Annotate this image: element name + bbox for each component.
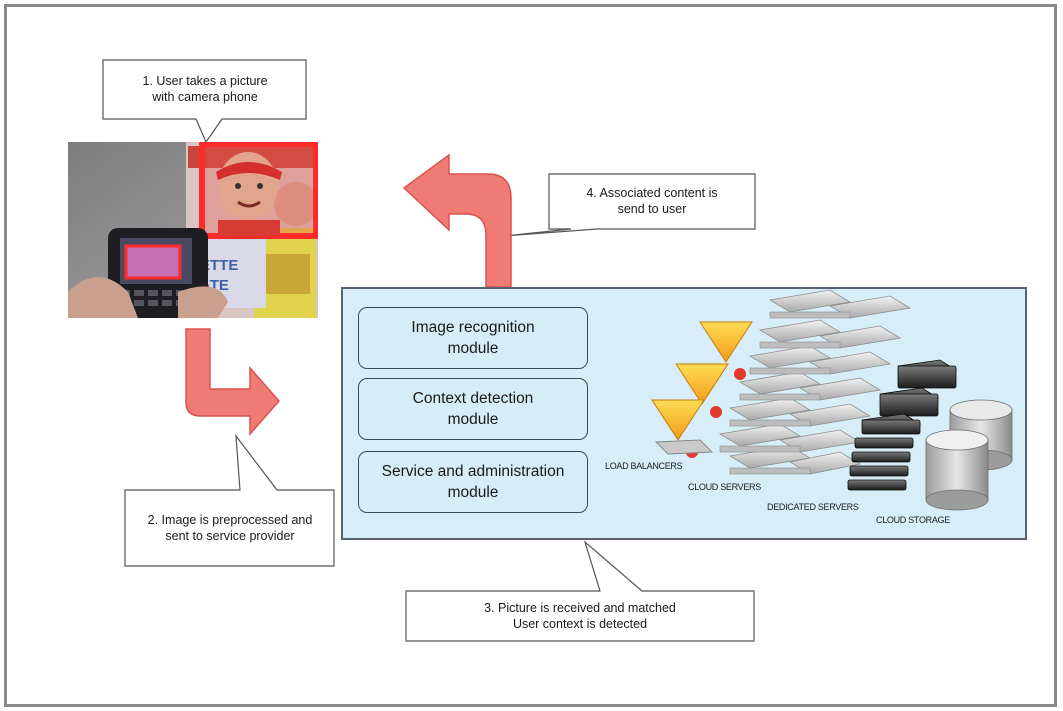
callout-step-1: 1. User takes a picture with camera phon… xyxy=(106,62,304,116)
service-administration-module: Service and administration module xyxy=(358,451,588,513)
callout-step-2-text: 2. Image is preprocessed and sent to ser… xyxy=(147,513,313,543)
callout-step-3-line-2: User context is detected xyxy=(512,617,648,631)
svg-text:ETTE: ETTE xyxy=(200,257,238,274)
callout-step-3: 3. Picture is received and matched User … xyxy=(408,593,752,639)
callout-1-shape xyxy=(102,59,307,144)
callout-4-shape xyxy=(503,173,756,237)
callout-step-1-text: 1. User takes a picture with camera phon… xyxy=(142,74,268,104)
callout-2-shape xyxy=(124,434,335,567)
image-recognition-module-label: Image recognition module xyxy=(411,319,535,357)
image-recognition-module: Image recognition module xyxy=(358,307,588,369)
cloud-storage-label: CLOUD STORAGE xyxy=(876,514,950,526)
callout-step-3-line-1: 3. Picture is received and matched xyxy=(484,601,676,615)
camera-phone-photo: ETTE ATE xyxy=(68,142,318,318)
callout-3-shape xyxy=(405,540,755,642)
callout-step-4-text: 4. Associated content is send to user xyxy=(586,186,718,216)
dedicated-servers-label: DEDICATED SERVERS xyxy=(767,501,859,513)
context-detection-module-label: Context detection module xyxy=(412,390,534,428)
service-administration-module-label: Service and administration module xyxy=(381,463,565,501)
load-balancers-label: LOAD BALANCERS xyxy=(605,460,683,472)
camera-phone-photo-image: ETTE ATE xyxy=(68,142,318,318)
context-detection-module: Context detection module xyxy=(358,378,588,440)
callout-step-2: 2. Image is preprocessed and sent to ser… xyxy=(128,493,332,563)
callout-step-4: 4. Associated content is send to user xyxy=(552,176,752,226)
cloud-servers-label: CLOUD SERVERS xyxy=(688,481,761,493)
